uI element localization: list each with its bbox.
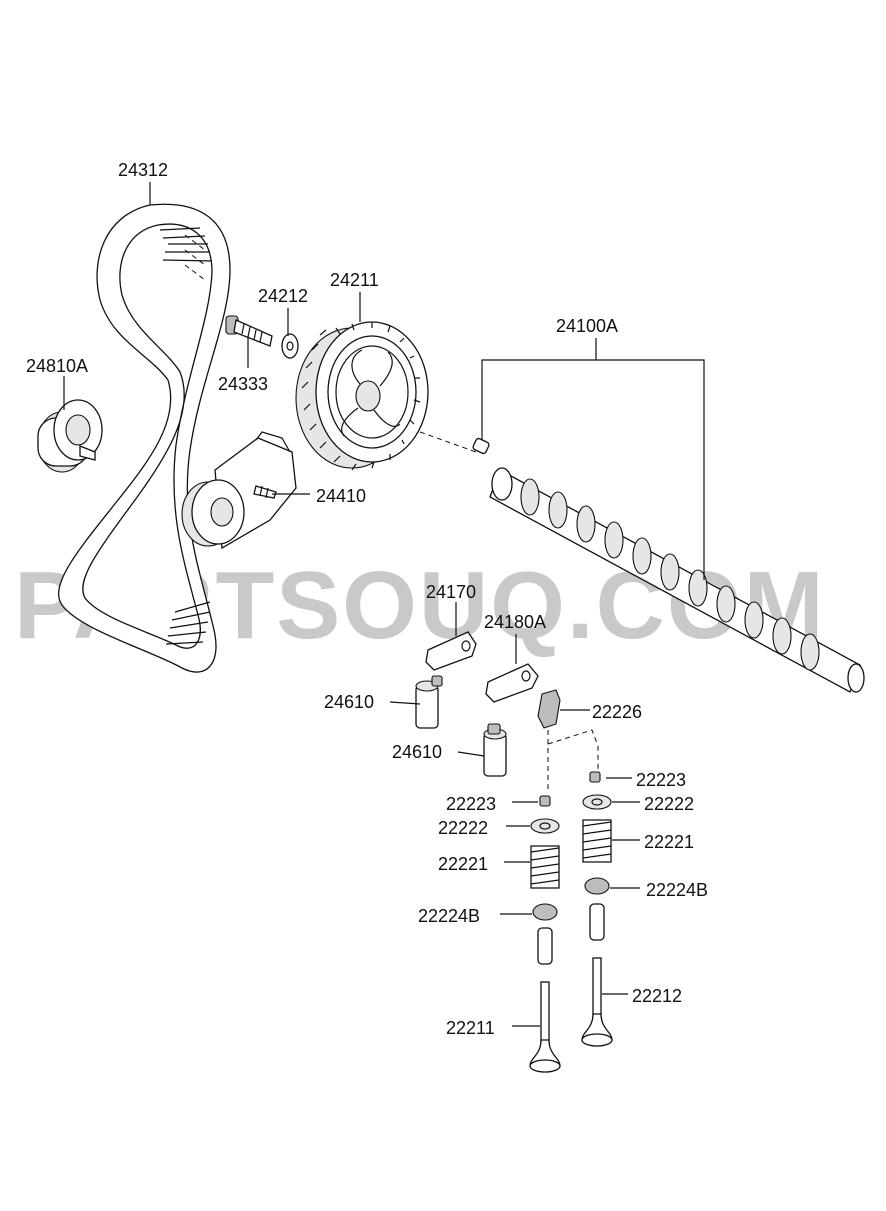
callout-rocker-arm: 24170 [426,582,476,602]
valve-assembly-right[interactable] [581,771,613,1047]
callout-spring-retainer-right: 22222 [644,794,694,814]
callout-retainer-keys-right: 22223 [636,770,686,790]
callout-bolt: 24333 [218,374,268,394]
callout-retainer-keys-left: 22223 [446,794,496,814]
belt-tensioner[interactable] [181,431,297,550]
callout-idler: 24810A [26,356,88,376]
callout-camshaft: 24100A [556,316,618,336]
callout-intake-valve: 22211 [446,1018,495,1038]
callout-lash-adjuster-2: 24610 [392,742,442,762]
rocker-arm-a[interactable] [485,663,539,703]
callout-belt: 24312 [118,160,168,180]
callout-spring-right: 22221 [644,832,694,852]
camshaft[interactable] [472,437,865,693]
callout-sprocket: 24211 [330,270,379,290]
callout-spring-retainer-left: 22222 [438,818,488,838]
camshaft-sprocket[interactable] [295,321,429,471]
callout-stem-seal-right: 22224B [646,880,708,900]
callout-stem-seal-left: 22224B [418,906,480,926]
callout-exhaust-valve: 22212 [632,986,682,1006]
callout-tensioner: 24410 [316,486,366,506]
lash-adjuster-upper[interactable] [415,675,443,729]
timing-belt[interactable] [58,203,231,673]
sprocket-washer[interactable] [281,333,299,359]
idler-pulley[interactable] [37,399,103,473]
sprocket-bolt[interactable] [225,315,273,347]
rocker-arm[interactable] [425,631,477,671]
callout-cotter: 22226 [592,702,642,722]
leader-lines [63,182,705,1027]
valve-cotter[interactable] [537,689,561,729]
lash-adjuster-lower[interactable] [483,723,507,777]
callout-rocker-arm-a: 24180A [484,612,546,632]
callout-washer: 24212 [258,286,308,306]
callout-spring-left: 22221 [438,854,488,874]
callout-lash-adjuster-1: 24610 [324,692,374,712]
valve-assembly-left[interactable] [529,795,561,1073]
